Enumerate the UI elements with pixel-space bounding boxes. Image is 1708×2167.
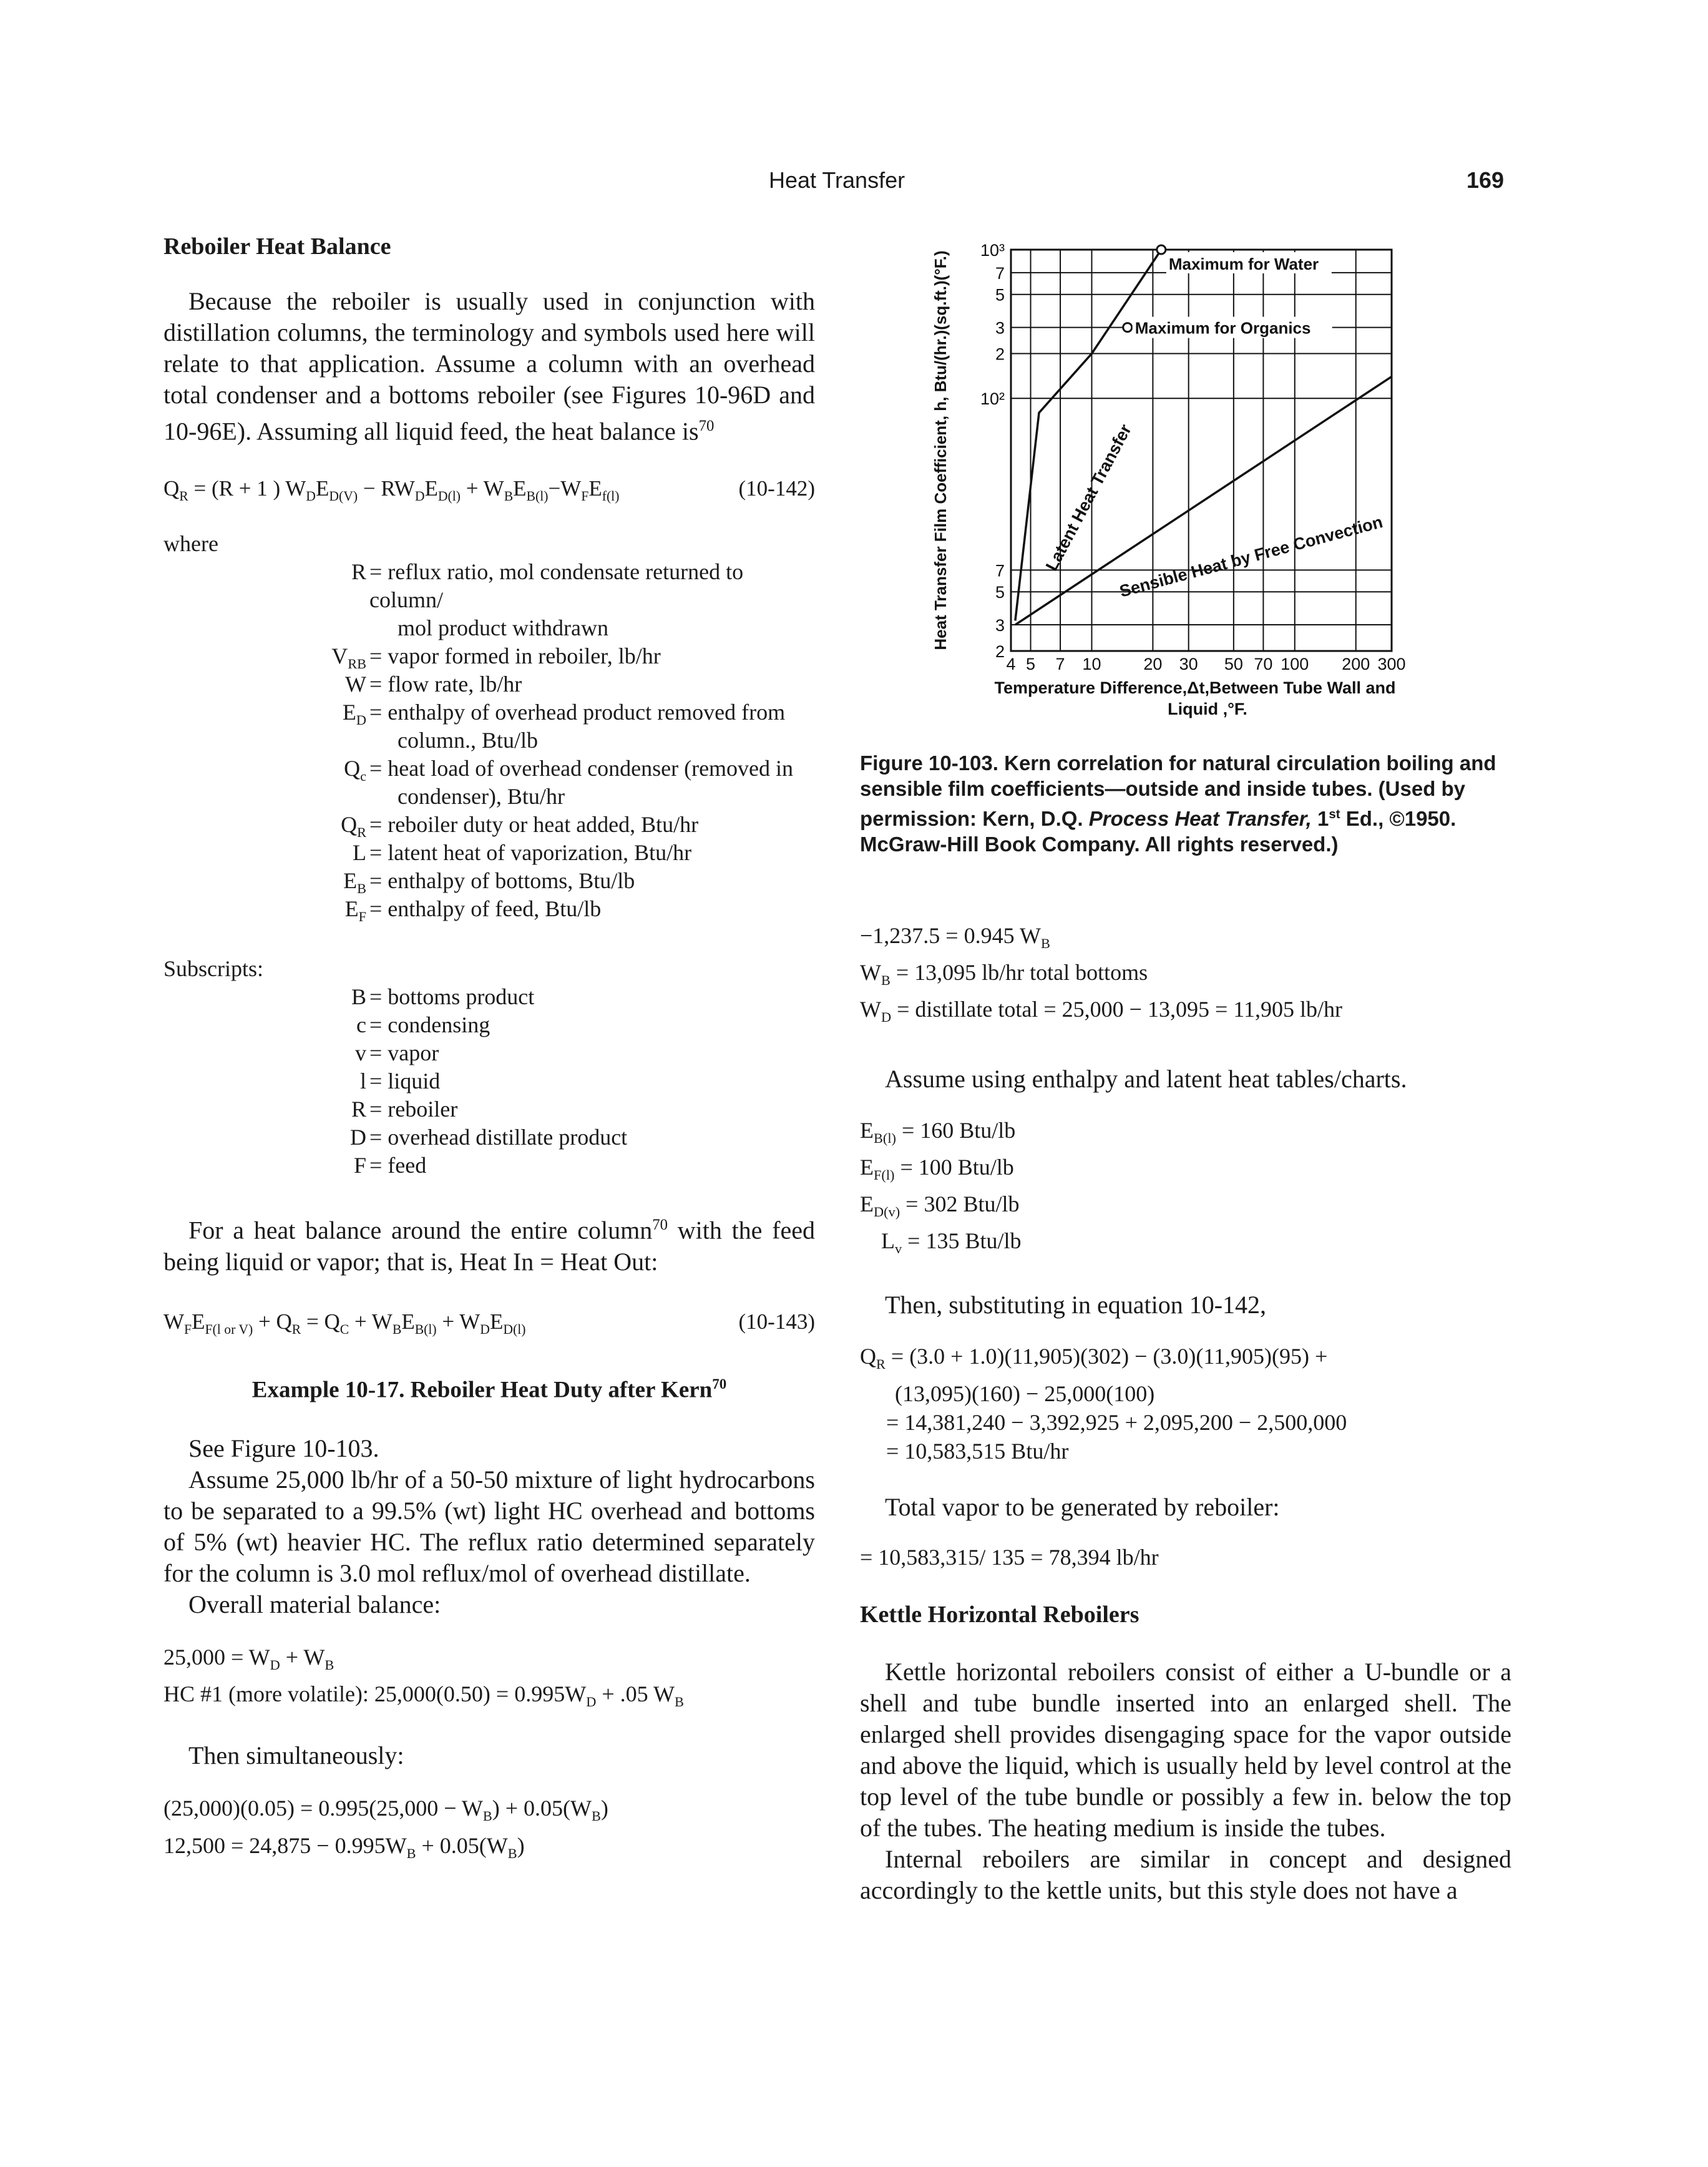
x-tick-label: 50 [1224,655,1243,673]
kettle-paragraph-2: Internal reboilers are similar in concep… [860,1844,1511,1904]
equation-10-143: WFEF(l or V) + QR = QC + WBEB(l) + WDED(… [163,1309,815,1337]
bottoms-calculation: −1,237.5 = 0.945 WB WB = 13,095 lb/hr to… [860,923,1342,1025]
y-tick-label: 5 [995,286,1005,305]
x-tick-label: 4 [1006,655,1015,673]
y-tick-label: 7 [995,264,1005,283]
maximum-water-marker [1156,244,1167,255]
definition-row: EF= enthalpy of feed, Btu/lb [344,896,602,925]
y-tick-label: 10³ [980,241,1005,260]
x-tick-label: 7 [1056,655,1065,673]
figure-caption: Figure 10-103. Kern correlation for natu… [860,751,1496,856]
total-vapor-calculation: = 10,583,315/ 135 = 78,394 lb/hr [860,1544,1159,1570]
subscript-row: D= overhead distillate product [350,1125,628,1150]
y-tick-label: 7 [995,561,1005,580]
x-tick-label: 70 [1254,655,1272,673]
x-tick-label: 100 [1281,655,1309,673]
x-tick-label: 200 [1342,655,1370,673]
latent-heat-label: Latent Heat Transfer [1042,421,1135,574]
substituting-text: Then, substituting in equation 10-142, [885,1291,1267,1319]
x-axis-label: Temperature Difference,Δt,Between Tube W… [994,678,1395,697]
example-title: Example 10-17. Reboiler Heat Duty after … [251,1376,727,1402]
enthalpy-values: EB(l) = 160 Btu/lb EF(l) = 100 Btu/lb ED… [860,1117,1022,1257]
balance-paragraph: For a heat balance around the entire col… [163,1216,815,1276]
subscript-row: B= bottoms product [351,984,535,1010]
kettle-paragraph-1: Kettle horizontal reboilers consist of e… [860,1657,1511,1842]
subscript-row: c= condensing [356,1012,490,1038]
x-tick-label: 30 [1179,655,1198,673]
y-tick-label: 2 [995,642,1005,661]
definition-row: Qc= heat load of overhead condenser (rem… [344,756,794,785]
page-number: 169 [1466,167,1505,193]
y-tick-label: 3 [995,616,1005,635]
maximum-organics-label-bg [1132,316,1332,338]
definition-row: R= reflux ratio, mol condensate returned… [351,559,744,613]
right-column: −1,237.5 = 0.945 WB WB = 13,095 lb/hr to… [860,921,1511,1906]
total-vapor-text: Total vapor to be generated by reboiler: [885,1492,1280,1521]
material-balance-equations: 25,000 = WD + WB HC #1 (more volatile): … [163,1644,684,1710]
definition-row: mol product withdrawn [398,615,608,641]
simultaneous-equations: (25,000)(0.05) = 0.995(25,000 − WB) + 0.… [163,1796,608,1861]
free-convection-label: Sensible Heat by Free Convection [1118,512,1385,601]
equation-10-142: QR = (R + 1 ) WDED(V) − RWDED(l) + WBEB(… [163,476,815,504]
overall-balance-text: Overall material balance: [188,1590,441,1618]
maximum-organics-marker [1122,322,1133,333]
definition-row: ED= enthalpy of overhead product removed… [342,700,786,728]
see-figure-text: See Figure 10-103. [188,1434,379,1462]
maximum-water-label: Maximum for Water [1169,255,1319,273]
y-tick-label: 3 [995,319,1005,338]
definition-row: W= flow rate, lb/hr [345,672,522,697]
definition-row: column., Btu/lb [398,728,538,753]
definition-row: L= latent heat of vaporization, Btu/hr [353,840,692,866]
reboiler-duty-calculation: QR = (3.0 + 1.0)(11,905)(302) − (3.0)(11… [860,1344,1347,1464]
x-axis-label-line2: Liquid ,°F. [1168,700,1247,718]
definition-row: QR= reboiler duty or heat added, Btu/hr [341,812,699,841]
simultaneously-text: Then simultaneously: [188,1741,404,1770]
subscript-row: l= liquid [359,1069,441,1094]
where-label: where [163,531,218,557]
x-tick-label: 10 [1082,655,1101,673]
definition-list: R= reflux ratio, mol condensate returned… [163,558,815,925]
definition-row: condenser), Btu/hr [398,784,565,810]
running-header: Heat Transfer [769,167,905,193]
y-tick-label: 5 [995,583,1005,602]
x-tick-label: 300 [1377,655,1405,673]
x-tick-label: 5 [1026,655,1035,673]
kettle-section-title: Kettle Horizontal Reboilers [860,1601,1139,1628]
subscript-row: R= reboiler [351,1097,458,1122]
subscript-row: v= vapor [355,1040,439,1066]
example-paragraph: Assume 25,000 lb/hr of a 50-50 mixture o… [163,1465,815,1587]
x-tick-label: 20 [1143,655,1162,673]
assume-text: Assume using enthalpy and latent heat ta… [885,1064,1407,1093]
free-convection-curve [1014,375,1392,626]
definition-row: VRB= vapor formed in reboiler, lb/hr [331,643,661,672]
maximum-water-label-bg [1166,252,1332,273]
maximum-organics-label: Maximum for Organics [1135,319,1311,338]
y-tick-label: 2 [995,345,1005,364]
y-axis-label: Heat Transfer Film Coefficient, h, Btu/(… [931,250,950,650]
subscripts-label: Subscripts: [163,956,264,982]
subscript-list: B= bottoms product c= condensing v= vapo… [163,983,815,1180]
definition-row: EB= enthalpy of bottoms, Btu/lb [343,868,635,897]
subscript-row: F= feed [353,1153,427,1178]
y-tick-label: 10² [980,389,1005,408]
intro-paragraph: Because the reboiler is usually used in … [163,287,815,446]
latent-heat-curve [1014,249,1163,621]
section-title: Reboiler Heat Balance [163,233,391,260]
left-column: Reboiler Heat Balance Because the reboil… [163,232,815,1868]
plot-frame [1010,248,1393,652]
